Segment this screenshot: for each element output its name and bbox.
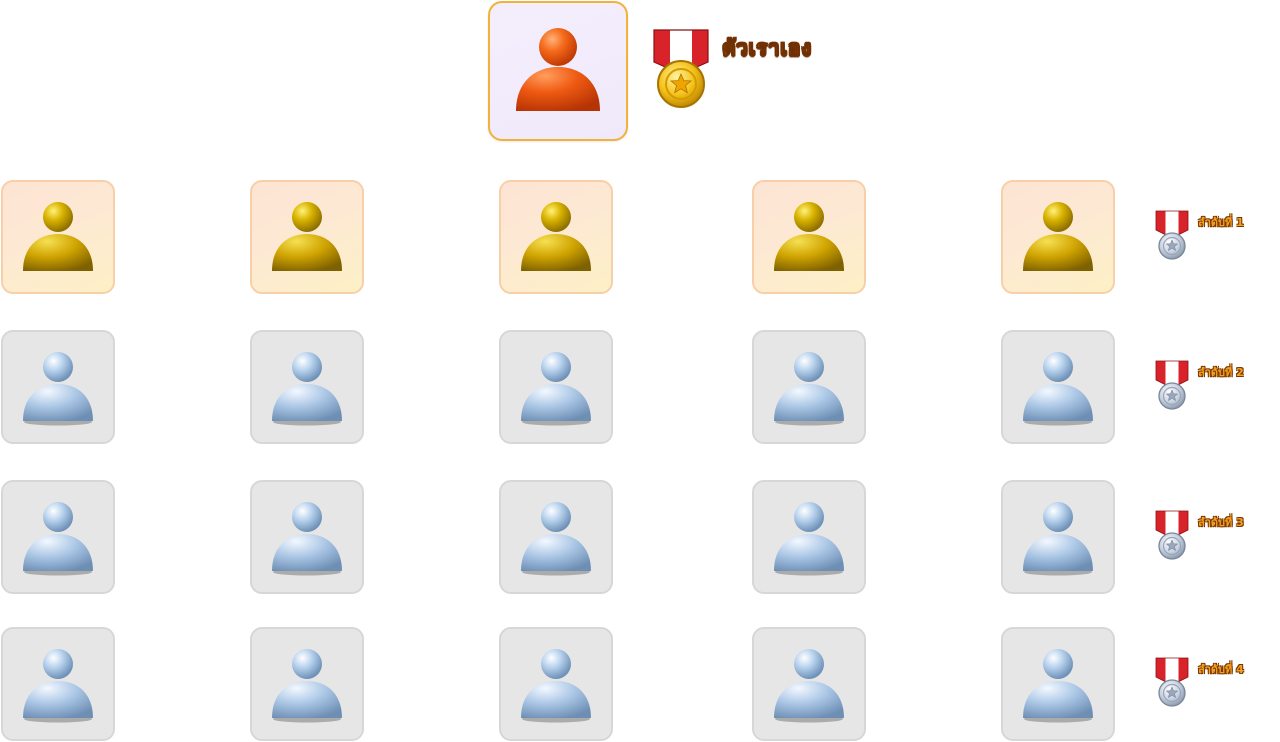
- user-avatar-silver-icon: [272, 649, 342, 723]
- rank-1-avatar-card[interactable]: [1001, 180, 1115, 294]
- user-avatar-silver-icon: [521, 352, 591, 426]
- user-avatar-silver-icon: [23, 352, 93, 426]
- user-avatar-silver-icon: [23, 502, 93, 576]
- rank-3-avatar-card[interactable]: [1, 480, 115, 594]
- silver-medal-icon: [1155, 657, 1189, 707]
- rank-2-avatar-card[interactable]: [499, 330, 613, 444]
- user-avatar-silver-icon: [774, 649, 844, 723]
- user-avatar-orange-icon: [516, 28, 600, 111]
- rank-4-avatar-card[interactable]: [250, 627, 364, 741]
- silver-medal-icon: [1155, 360, 1189, 410]
- user-avatar-silver-icon: [1023, 502, 1093, 576]
- user-avatar-silver-icon: [774, 502, 844, 576]
- rank-1-avatar-card[interactable]: [499, 180, 613, 294]
- rank-1-avatar-card[interactable]: [250, 180, 364, 294]
- rank-4-avatar-card[interactable]: [1, 627, 115, 741]
- rank-1-avatar-card[interactable]: [1, 180, 115, 294]
- user-avatar-gold-icon: [1023, 202, 1093, 271]
- user-avatar-gold-icon: [23, 202, 93, 271]
- rank-1-avatar-card[interactable]: [752, 180, 866, 294]
- user-avatar-silver-icon: [1023, 352, 1093, 426]
- gold-medal-icon: [653, 29, 709, 108]
- rank-2-avatar-card[interactable]: [1001, 330, 1115, 444]
- rank-4-avatar-card[interactable]: [499, 627, 613, 741]
- rank-2-avatar-card[interactable]: [250, 330, 364, 444]
- rank-3-avatar-card[interactable]: [499, 480, 613, 594]
- silver-medal-icon: [1155, 210, 1189, 260]
- rank-3-avatar-card[interactable]: [250, 480, 364, 594]
- rank-label: ลำดับที่ 1: [1198, 216, 1244, 229]
- user-avatar-silver-icon: [521, 649, 591, 723]
- rank-label: ลำดับที่ 4: [1198, 663, 1244, 676]
- user-avatar-silver-icon: [774, 352, 844, 426]
- self-label: ตัวเราเอง: [722, 36, 812, 61]
- rank-2-avatar-card[interactable]: [752, 330, 866, 444]
- rank-2-avatar-card[interactable]: [1, 330, 115, 444]
- rank-3-avatar-card[interactable]: [752, 480, 866, 594]
- rank-label: ลำดับที่ 3: [1198, 516, 1244, 529]
- rank-4-avatar-card[interactable]: [1001, 627, 1115, 741]
- user-avatar-gold-icon: [272, 202, 342, 271]
- user-avatar-silver-icon: [521, 502, 591, 576]
- rank-label: ลำดับที่ 2: [1198, 366, 1244, 379]
- rank-3-avatar-card[interactable]: [1001, 480, 1115, 594]
- user-avatar-gold-icon: [774, 202, 844, 271]
- rank-4-avatar-card[interactable]: [752, 627, 866, 741]
- silver-medal-icon: [1155, 510, 1189, 560]
- user-avatar-silver-icon: [272, 502, 342, 576]
- user-avatar-silver-icon: [1023, 649, 1093, 723]
- user-avatar-silver-icon: [272, 352, 342, 426]
- self-avatar-card[interactable]: [488, 1, 628, 141]
- user-avatar-silver-icon: [23, 649, 93, 723]
- user-avatar-gold-icon: [521, 202, 591, 271]
